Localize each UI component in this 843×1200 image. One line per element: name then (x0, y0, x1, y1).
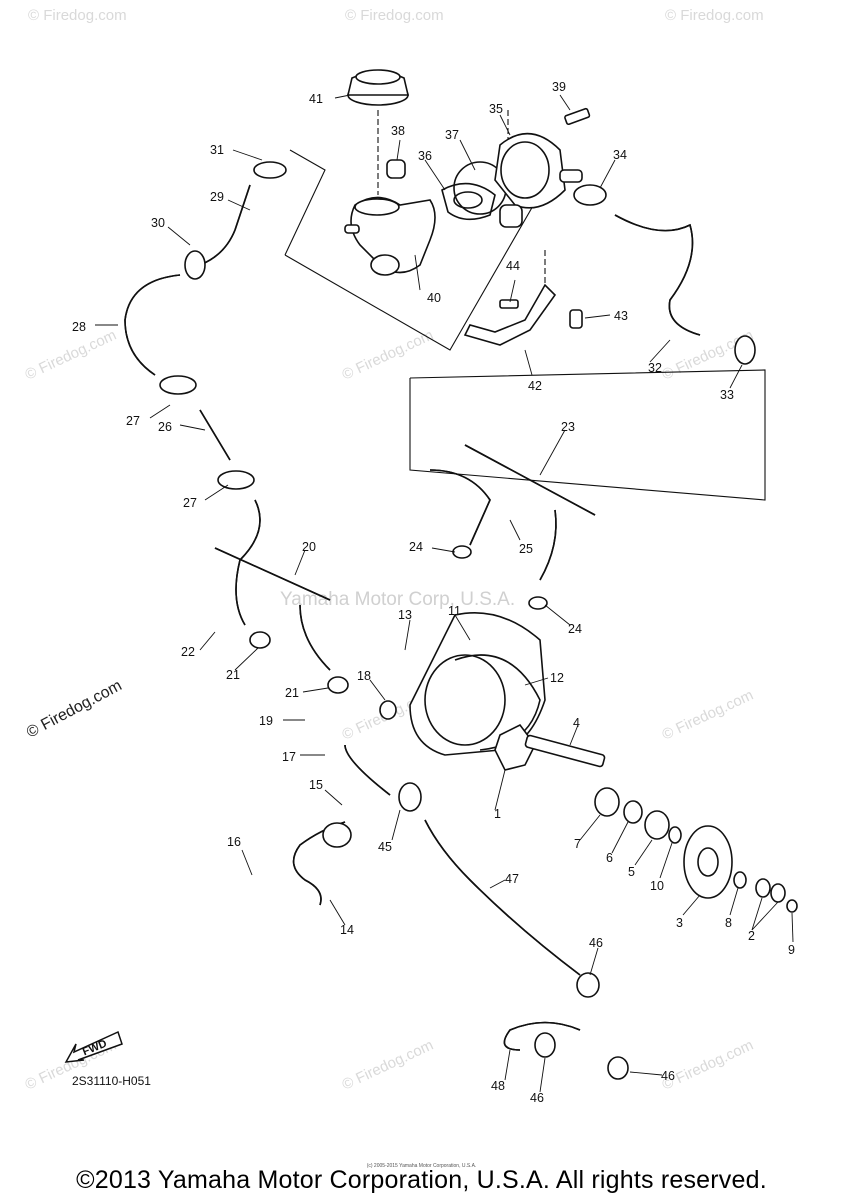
callout-3: 3 (676, 916, 683, 930)
watermark-text: © Firedog.com (23, 327, 120, 384)
callout-31: 31 (210, 143, 224, 157)
callout-34: 34 (613, 148, 627, 162)
part-thermostat-housing (344, 196, 436, 276)
watermark-text: © Firedog.com (340, 1037, 437, 1094)
callout-leaders (95, 94, 794, 1093)
watermark-text: © Firedog.com (665, 7, 764, 24)
callout-21b: 21 (285, 686, 299, 700)
part-hose-clamps (159, 161, 756, 1080)
callout-13: 13 (398, 608, 412, 622)
callout-24b: 24 (568, 622, 582, 636)
callout-labels: 1 2 3 4 5 6 7 8 9 10 11 12 13 14 15 16 1… (72, 80, 795, 1105)
callout-14: 14 (340, 923, 354, 937)
callout-32: 32 (648, 361, 662, 375)
watermark-text: © Firedog.com (340, 327, 437, 384)
callout-37: 37 (445, 128, 459, 142)
fine-print: (c) 2005-2015 Yamaha Motor Corporation, … (366, 1163, 477, 1169)
watermark-text: © Firedog.com (345, 7, 444, 24)
callout-4: 4 (573, 716, 580, 730)
callout-19: 19 (259, 714, 273, 728)
part-pipes (214, 444, 596, 671)
copyright-notice: ©2013 Yamaha Motor Corporation, U.S.A. A… (76, 1166, 767, 1194)
callout-45: 45 (378, 840, 392, 854)
callout-18: 18 (357, 669, 371, 683)
callout-28: 28 (72, 320, 86, 334)
callout-26: 26 (158, 420, 172, 434)
part-pump-cover (409, 612, 546, 756)
callout-21a: 21 (226, 668, 240, 682)
callout-6: 6 (606, 851, 613, 865)
callout-1: 1 (494, 807, 501, 821)
callout-23: 23 (561, 420, 575, 434)
callout-22: 22 (181, 645, 195, 659)
watermark-text: © Firedog.com (28, 7, 127, 24)
callout-38: 38 (391, 124, 405, 138)
callout-33: 33 (720, 388, 734, 402)
callout-48: 48 (491, 1079, 505, 1093)
callout-39: 39 (552, 80, 566, 94)
firedog-side-watermark: © Firedog.com (24, 677, 125, 741)
part-bracket (463, 283, 583, 346)
callout-44: 44 (506, 259, 520, 273)
callout-40: 40 (427, 291, 441, 305)
watermark-text: © Firedog.com (660, 1037, 757, 1094)
callout-20: 20 (302, 540, 316, 554)
callout-8: 8 (725, 916, 732, 930)
callout-41: 41 (309, 92, 323, 106)
callout-2: 2 (748, 929, 755, 943)
callout-42: 42 (528, 379, 542, 393)
callout-25: 25 (519, 542, 533, 556)
part-radiator-cap (346, 69, 410, 106)
fwd-arrow-icon: FWD (64, 1030, 123, 1063)
callout-12: 12 (550, 671, 564, 685)
callout-29: 29 (210, 190, 224, 204)
callout-46b: 46 (530, 1091, 544, 1105)
callout-36: 36 (418, 149, 432, 163)
part-thermostat-group (386, 107, 591, 228)
callout-30: 30 (151, 216, 165, 230)
part-elbow-pipe (292, 821, 352, 906)
part-pump-internals (494, 723, 798, 913)
diagram-code: 2S31110-H051 (72, 1074, 151, 1088)
callout-15: 15 (309, 778, 323, 792)
callout-43: 43 (614, 309, 628, 323)
callout-9: 9 (788, 943, 795, 957)
callout-11: 11 (448, 604, 461, 618)
callout-17: 17 (282, 750, 296, 764)
callout-10: 10 (650, 879, 664, 893)
callout-5: 5 (628, 865, 635, 879)
fwd-label: FWD (81, 1038, 109, 1059)
watermark-maker-text: Yamaha Motor Corp, U.S.A. (280, 589, 515, 610)
callout-46a: 46 (589, 936, 603, 950)
callout-27a: 27 (126, 414, 140, 428)
callout-27b: 27 (183, 496, 197, 510)
callout-7: 7 (574, 837, 581, 851)
callout-35: 35 (489, 102, 503, 116)
callout-16: 16 (227, 835, 241, 849)
callout-47: 47 (505, 872, 519, 886)
watermark-text: © Firedog.com (660, 687, 757, 744)
callout-24a: 24 (409, 540, 423, 554)
callout-46c: 46 (661, 1069, 675, 1083)
